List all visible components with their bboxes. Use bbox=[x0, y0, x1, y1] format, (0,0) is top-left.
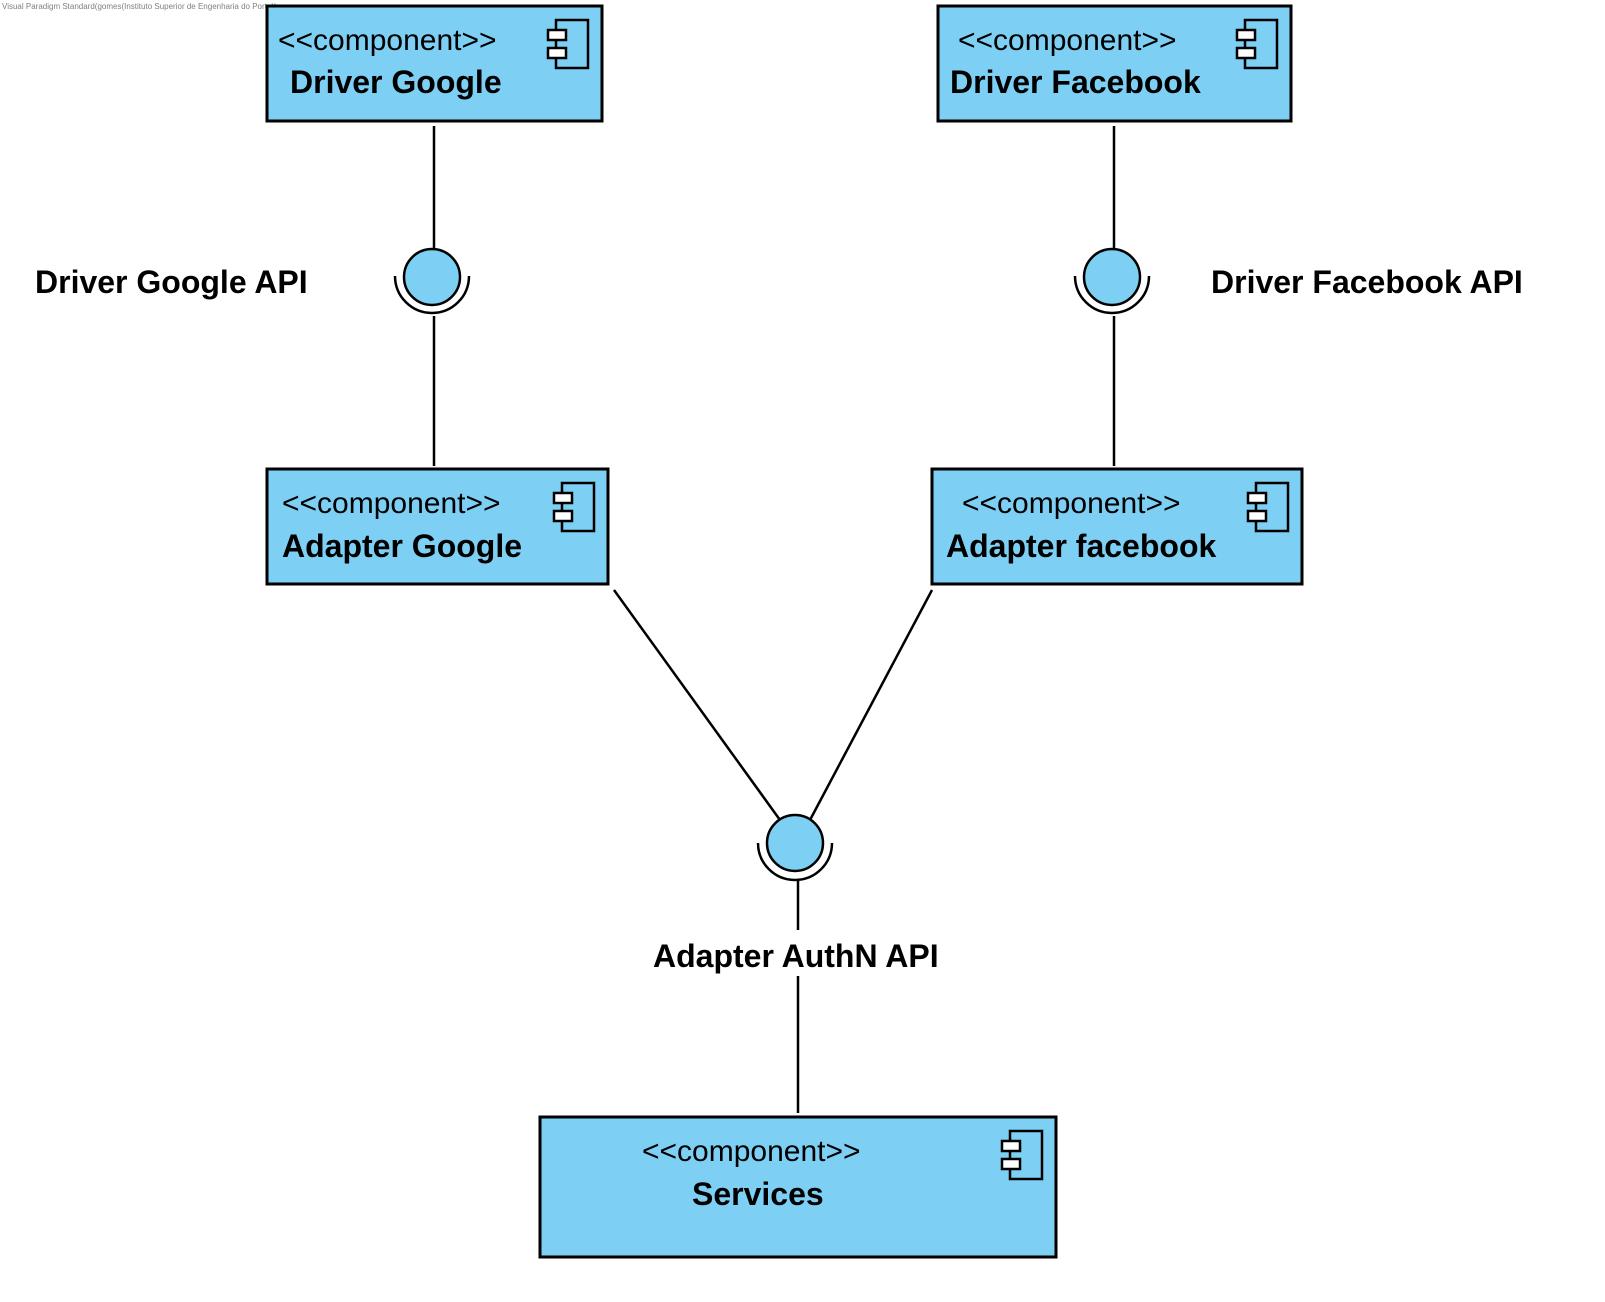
component-adapter-facebook[interactable]: <<component>> Adapter facebook bbox=[930, 467, 1304, 586]
component-box bbox=[930, 467, 1304, 586]
interface-lollipop-icon bbox=[1082, 247, 1142, 307]
interface-driver-google-api[interactable]: Driver Google API bbox=[35, 247, 471, 315]
component-box bbox=[936, 4, 1293, 123]
connector-adapter-facebook-to-authn[interactable] bbox=[808, 589, 934, 821]
interface-lollipop-icon bbox=[402, 247, 462, 307]
component-icon bbox=[552, 481, 596, 533]
component-adapter-google[interactable]: <<component>> Adapter Google bbox=[265, 467, 610, 586]
component-driver-google[interactable]: <<component>> Driver Google bbox=[265, 4, 604, 123]
component-driver-facebook[interactable]: <<component>> Driver Facebook bbox=[936, 4, 1293, 123]
component-icon bbox=[1235, 18, 1279, 70]
component-box bbox=[265, 4, 604, 123]
component-box bbox=[538, 1115, 1058, 1259]
connectors bbox=[432, 126, 1116, 1113]
component-stereotype: <<component>> bbox=[962, 487, 1181, 520]
connector-adapter-google-to-authn[interactable] bbox=[612, 589, 782, 821]
component-name: Driver Google bbox=[290, 64, 502, 100]
watermark: Visual Paradigm Standard(gomes(Instituto… bbox=[2, 2, 277, 11]
component-stereotype: <<component>> bbox=[958, 24, 1177, 57]
component-stereotype: <<component>> bbox=[642, 1135, 861, 1168]
component-icon bbox=[1000, 1129, 1044, 1181]
component-icon bbox=[546, 18, 590, 70]
socket-icon bbox=[1073, 275, 1151, 315]
socket-icon bbox=[756, 842, 834, 882]
component-name: Adapter Google bbox=[282, 528, 522, 564]
component-name: Services bbox=[692, 1176, 824, 1212]
component-name: Adapter facebook bbox=[946, 528, 1216, 564]
component-box bbox=[265, 467, 610, 586]
interface-driver-facebook-api[interactable]: Driver Facebook API bbox=[1073, 247, 1523, 315]
interface-name: Driver Google API bbox=[35, 264, 308, 300]
interface-name: Adapter AuthN API bbox=[653, 938, 939, 974]
interface-lollipop-icon bbox=[765, 813, 825, 873]
interface-name: Driver Facebook API bbox=[1211, 264, 1523, 300]
interface-adapter-authn-api[interactable]: Adapter AuthN API bbox=[653, 813, 939, 974]
component-stereotype: <<component>> bbox=[278, 24, 497, 57]
component-services[interactable]: <<component>> Services bbox=[538, 1115, 1058, 1259]
component-stereotype: <<component>> bbox=[282, 487, 501, 520]
component-name: Driver Facebook bbox=[950, 64, 1201, 100]
socket-icon bbox=[393, 275, 471, 315]
component-icon bbox=[1246, 481, 1290, 533]
